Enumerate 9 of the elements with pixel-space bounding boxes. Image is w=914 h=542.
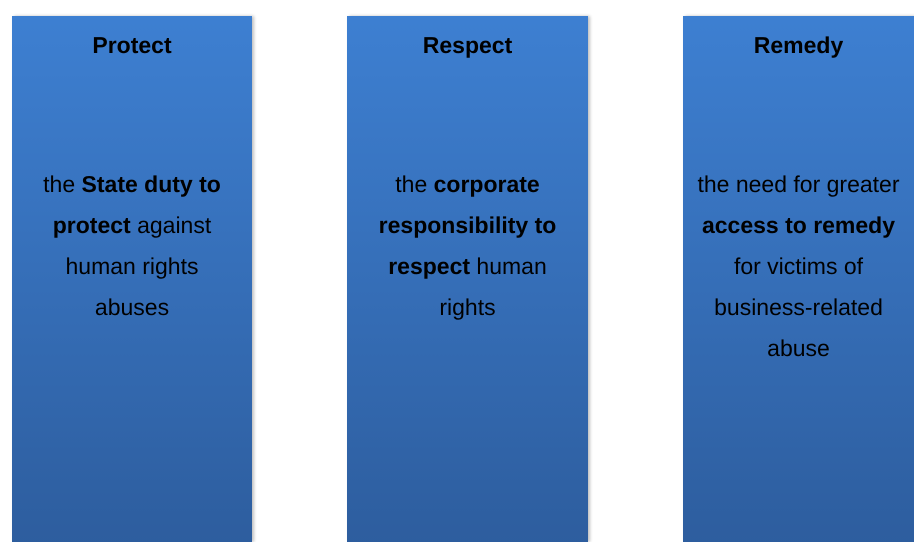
pillar-description: the need for greater access to remedy for victims of business-related abuse	[696, 170, 901, 363]
pillar-heading: Protect	[91, 32, 173, 59]
pillar-heading: Remedy	[752, 32, 844, 59]
pillar-description: the corporate responsibility to respect human rights	[378, 170, 558, 322]
pillar-description: the State duty to protect against human rights abuses	[42, 170, 222, 322]
pillar-panel	[12, 16, 252, 542]
pillar-panel	[683, 16, 914, 542]
pillar-panel	[347, 16, 588, 542]
pillar-heading: Respect	[422, 32, 514, 59]
